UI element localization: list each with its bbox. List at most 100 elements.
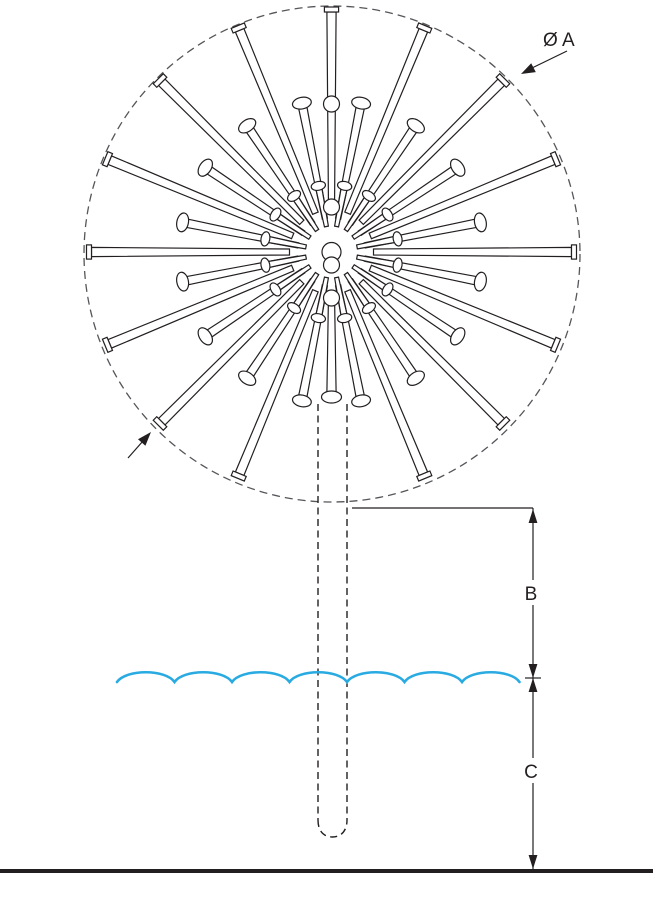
tube-body [90, 246, 291, 258]
dimension-label-b: B [525, 584, 538, 605]
section-arrowhead-icon [138, 432, 151, 446]
tube-end-cap [152, 72, 168, 89]
tube-nozzle-tip [473, 212, 487, 233]
spray-tube [333, 180, 353, 228]
arrowhead-up-waterline-icon [528, 678, 538, 692]
hub-sphere [322, 256, 341, 274]
spray-tube [269, 207, 312, 241]
tube-body [267, 235, 308, 250]
tube-body [372, 246, 573, 258]
tube-end-cap [230, 22, 247, 34]
tube-body [157, 78, 305, 226]
ground-line [0, 869, 653, 873]
section-arrow [127, 432, 151, 459]
tube-nozzle-tip [238, 118, 257, 134]
tube-nozzle-tip [392, 257, 403, 273]
tube-nozzle-tip [310, 180, 327, 192]
spray-tube [101, 264, 295, 354]
tube-end-cap [570, 244, 578, 260]
tube-nozzle-tip [473, 271, 487, 292]
tube-end-cap [495, 72, 511, 89]
tube-end-cap [549, 150, 562, 168]
section-arrow-line [127, 440, 144, 459]
spray-tube [260, 254, 308, 273]
tube-nozzle-tip [381, 207, 394, 222]
arrowhead-down-waterline-icon [528, 664, 538, 678]
tube-nozzle-tip [269, 207, 282, 222]
spray-tube [368, 264, 562, 354]
spray-tube [230, 288, 319, 482]
tube-nozzle-tip [197, 158, 214, 177]
spray-diameter-dashed-circle [83, 5, 581, 503]
tube-nozzle-tip [286, 302, 302, 315]
tube-nozzle-tip [406, 118, 425, 134]
spray-tube [358, 72, 511, 226]
spray-tube [372, 244, 578, 260]
tube-end-cap [101, 150, 114, 168]
spray-tube [152, 278, 305, 432]
spray-tube [355, 254, 403, 273]
spray-tube [333, 276, 353, 324]
spray-tube [351, 207, 394, 241]
spray-head [85, 6, 578, 482]
diameter-arrow-line [531, 50, 568, 69]
riser-pipe [317, 404, 348, 838]
tube-end-cap [323, 6, 340, 13]
label-c-backing [519, 758, 544, 783]
tube-body [355, 235, 396, 250]
tube-nozzle-tip [351, 96, 372, 110]
tube-body [355, 254, 396, 269]
tube-body [358, 78, 506, 226]
spray-tube [310, 180, 330, 228]
tube-nozzle-tip [269, 282, 282, 297]
diameter-callout: Ø A [521, 30, 575, 74]
dimension-label-c: C [524, 762, 538, 783]
spray-tube [260, 231, 308, 250]
tube-nozzle-tip [381, 282, 394, 297]
hub-sphere [322, 289, 341, 307]
spray-tube [101, 150, 295, 240]
tube-nozzle-tip [291, 394, 312, 408]
tube-end-cap [101, 336, 114, 354]
spray-tube [85, 244, 291, 260]
tube-nozzle-tip [286, 189, 302, 202]
tube-body [157, 278, 305, 426]
tube-end-cap [152, 415, 168, 432]
diameter-arrowhead-icon [521, 63, 536, 74]
spray-tube [368, 150, 562, 240]
spray-tube [269, 263, 312, 297]
tube-nozzle-tip [197, 327, 214, 346]
spray-tube [343, 189, 377, 233]
tube-nozzle-tip [291, 96, 312, 110]
tube-end-cap [495, 415, 511, 432]
tube-nozzle-tip [351, 394, 372, 408]
tube-nozzle-tip [361, 302, 377, 315]
tube-body [326, 293, 337, 393]
tube-end-cap [85, 244, 93, 260]
water-line [115, 671, 521, 685]
spray-tube [344, 288, 433, 482]
tube-nozzle-tip [176, 271, 190, 292]
spray-tube [310, 276, 330, 324]
tube-nozzle-tip [320, 390, 343, 404]
label-b-backing [519, 580, 544, 605]
tube-nozzle-tip [336, 312, 353, 324]
spray-tube [355, 231, 403, 250]
tube-nozzle-tip [361, 189, 377, 202]
tube-nozzle-tip [260, 257, 271, 273]
tube-end-cap [416, 470, 433, 482]
tube-nozzle-tip [449, 327, 466, 346]
spray-tube [286, 189, 320, 233]
tube-nozzle-tip [310, 312, 327, 324]
spray-tube [351, 263, 394, 297]
spray-tube [358, 278, 511, 432]
tube-nozzle-tip [406, 370, 425, 386]
tube-nozzle-tip [260, 231, 271, 247]
hub-sphere [322, 95, 341, 113]
tube-end-cap [549, 336, 562, 354]
spray-tube [344, 22, 433, 216]
spray-tube [343, 271, 377, 315]
spray-tube [230, 22, 319, 216]
